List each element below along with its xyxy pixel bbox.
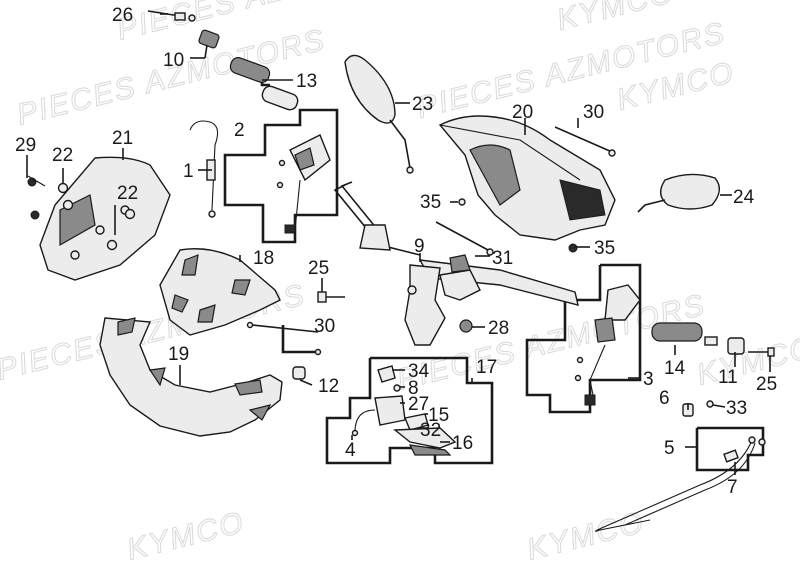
callout-2: 2	[234, 120, 245, 141]
grip-end-11	[704, 336, 745, 355]
callout-11: 11	[718, 367, 738, 388]
callout-3: 3	[643, 369, 654, 390]
callout-23: 23	[412, 94, 433, 115]
group-box-17	[325, 356, 494, 465]
mirror-23	[344, 54, 414, 174]
watermark-text: PIECES AZMOTORS	[394, 288, 709, 397]
mirror-24	[637, 173, 720, 213]
callout-22-top: 22	[52, 145, 73, 166]
front-panel-18	[159, 248, 281, 336]
leader-lines	[26, 13, 771, 475]
callout-4: 4	[345, 440, 356, 461]
callout-9: 9	[414, 236, 425, 257]
callout-24: 24	[733, 187, 755, 208]
callout-25-top: 25	[308, 258, 329, 279]
callout-7: 7	[727, 477, 738, 498]
group-box-5	[695, 426, 765, 472]
grip-end-10	[198, 29, 220, 49]
callout-30-lower: 30	[314, 316, 335, 337]
callout-15: 15	[428, 405, 449, 426]
callout-29: 29	[15, 135, 36, 156]
nut-28	[459, 319, 473, 333]
watermark-text: KYMCO	[124, 506, 248, 567]
lower-cover-19	[99, 317, 283, 437]
bolt-25-top	[317, 291, 345, 303]
grip-13	[229, 57, 299, 111]
callout-14: 14	[664, 358, 686, 379]
screw-35	[458, 198, 578, 253]
callout-33: 33	[726, 398, 747, 419]
callout-8: 8	[408, 378, 419, 399]
callout-30-top: 30	[583, 102, 604, 123]
callout-35-top: 35	[420, 192, 441, 213]
cap-12	[292, 366, 306, 380]
callout-labels: 26 10 13 23 20 30 29 22 21 2 1 22 24 35 …	[15, 5, 777, 498]
callout-10: 10	[163, 50, 184, 71]
callout-22-lower: 22	[117, 183, 138, 204]
callout-25-lower: 25	[756, 374, 777, 395]
callout-17: 17	[476, 357, 497, 378]
callout-18: 18	[253, 248, 274, 269]
screw-33	[706, 400, 714, 408]
handlebar-9	[333, 181, 579, 346]
windscreen-21	[39, 156, 171, 281]
parts-layer	[27, 10, 775, 532]
cable-1	[189, 120, 219, 218]
switch-3	[574, 284, 641, 406]
callout-13: 13	[296, 71, 317, 92]
callout-32: 32	[420, 420, 441, 441]
callout-6: 6	[659, 388, 670, 409]
rod-30-top	[554, 126, 616, 157]
callout-19: 19	[168, 344, 189, 365]
grip-14	[651, 322, 703, 342]
callout-16: 16	[452, 433, 473, 454]
cable-5	[595, 436, 766, 532]
callout-21: 21	[112, 128, 133, 149]
callout-26: 26	[112, 5, 133, 26]
rod-31	[435, 221, 494, 256]
watermark-text: PIECES AZMOTORS	[14, 23, 329, 132]
callout-28: 28	[488, 318, 509, 339]
bolt-29	[27, 175, 46, 220]
lever-assembly-17	[351, 365, 457, 456]
bolt-25-lower	[748, 347, 775, 357]
callout-27: 27	[408, 394, 429, 415]
bracket-30	[281, 325, 318, 354]
callout-12: 12	[318, 376, 339, 397]
callout-5: 5	[664, 438, 675, 459]
switch-2	[276, 134, 331, 234]
callout-20: 20	[512, 102, 533, 123]
rod-30-lower	[246, 321, 322, 356]
callout-31: 31	[492, 248, 513, 269]
callout-34: 34	[408, 361, 430, 382]
callout-35-right: 35	[594, 238, 615, 259]
group-boxes	[223, 78, 765, 472]
rear-cover-20	[438, 115, 616, 241]
watermark-text: KYMCO	[524, 506, 648, 567]
callout-1: 1	[183, 161, 194, 182]
